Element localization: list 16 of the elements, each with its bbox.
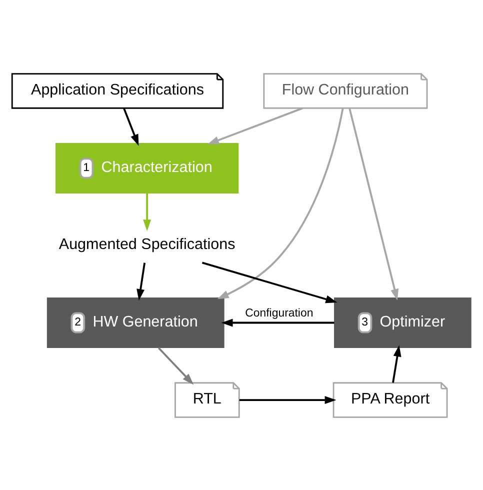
arrow <box>392 344 402 382</box>
node-box: 1 Characterization <box>56 142 239 194</box>
node-box: 3 Optimizer <box>334 296 472 348</box>
node-text: Augmented Specifications <box>58 236 236 253</box>
arrow <box>136 262 146 300</box>
arrow <box>239 396 336 404</box>
arrow <box>158 346 194 384</box>
arrow <box>202 261 338 303</box>
node-box: 2 HW Generation <box>46 296 224 348</box>
arrow <box>221 318 334 326</box>
edge-label: Configuration <box>245 307 314 320</box>
arrow <box>207 106 303 144</box>
arrow <box>143 192 152 231</box>
arrow <box>123 107 139 146</box>
arrow <box>348 108 399 300</box>
arrow <box>217 108 344 299</box>
